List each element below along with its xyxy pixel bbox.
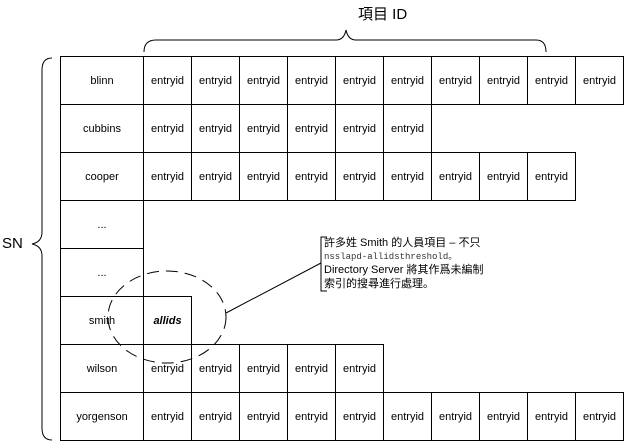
- sn-label: SN: [2, 235, 23, 252]
- sn-key-cell: ...: [60, 248, 144, 297]
- sn-key-cell: blinn: [60, 56, 144, 105]
- sn-key-cell: ...: [60, 200, 144, 249]
- entryid-cell: entryid: [191, 344, 240, 393]
- entryid-cell: entryid: [143, 344, 192, 393]
- sn-key-cell: cooper: [60, 152, 144, 201]
- entryid-cell: entryid: [239, 56, 288, 105]
- annotation-line: 許多姓 Smith 的人員項目 – 不只: [324, 237, 481, 249]
- entryid-cell: entryid: [239, 152, 288, 201]
- entryid-cell: entryid: [191, 56, 240, 105]
- callout-bracket: [320, 236, 327, 292]
- sn-key-cell: smith: [60, 296, 144, 345]
- entryid-cell: entryid: [287, 152, 336, 201]
- sn-key-cell: cubbins: [60, 104, 144, 153]
- entryid-cell: entryid: [239, 392, 288, 441]
- entryid-cell: entryid: [527, 56, 576, 105]
- entryid-cell: entryid: [383, 392, 432, 441]
- entryid-cell: entryid: [191, 104, 240, 153]
- annotation-line: Directory Server 將其作爲未編制: [324, 264, 484, 276]
- sn-key-cell: wilson: [60, 344, 144, 393]
- annotation-line: nsslapd-allidsthreshold。: [324, 251, 458, 262]
- entryid-cell: entryid: [575, 392, 624, 441]
- entry-id-brace: [143, 29, 547, 53]
- entryid-cell: entryid: [431, 56, 480, 105]
- entryid-cell: entryid: [527, 392, 576, 441]
- allids-annotation: 許多姓 Smith 的人員項目 – 不只 nsslapd-allidsthres…: [324, 237, 494, 291]
- entryid-cell: entryid: [479, 152, 528, 201]
- entryid-cell: entryid: [527, 152, 576, 201]
- entryid-cell: entryid: [383, 104, 432, 153]
- entryid-cell: entryid: [335, 392, 384, 441]
- entryid-cell: entryid: [335, 152, 384, 201]
- entryid-cell: entryid: [287, 344, 336, 393]
- allids-cell: allids: [143, 296, 192, 345]
- entryid-cell: entryid: [287, 56, 336, 105]
- entryid-cell: entryid: [143, 152, 192, 201]
- entryid-cell: entryid: [383, 56, 432, 105]
- entryid-cell: entryid: [383, 152, 432, 201]
- entryid-cell: entryid: [143, 56, 192, 105]
- entryid-cell: entryid: [431, 392, 480, 441]
- entryid-cell: entryid: [287, 392, 336, 441]
- entryid-cell: entryid: [335, 104, 384, 153]
- sn-key-cell: yorgenson: [60, 392, 144, 441]
- annotation-line: 索引的搜尋進行處理。: [324, 277, 434, 290]
- entryid-cell: entryid: [335, 344, 384, 393]
- entryid-cell: entryid: [239, 104, 288, 153]
- sn-brace: [31, 57, 53, 441]
- entryid-cell: entryid: [335, 56, 384, 105]
- entryid-cell: entryid: [143, 104, 192, 153]
- entryid-cell: entryid: [239, 344, 288, 393]
- entryid-cell: entryid: [575, 56, 624, 105]
- entryid-cell: entryid: [191, 392, 240, 441]
- entryid-cell: entryid: [479, 56, 528, 105]
- entryid-cell: entryid: [431, 152, 480, 201]
- callout-line: [225, 262, 322, 314]
- entryid-cell: entryid: [191, 152, 240, 201]
- entryid-cell: entryid: [479, 392, 528, 441]
- entryid-cell: entryid: [143, 392, 192, 441]
- entryid-cell: entryid: [287, 104, 336, 153]
- entry-id-label: 項目 ID: [358, 6, 408, 23]
